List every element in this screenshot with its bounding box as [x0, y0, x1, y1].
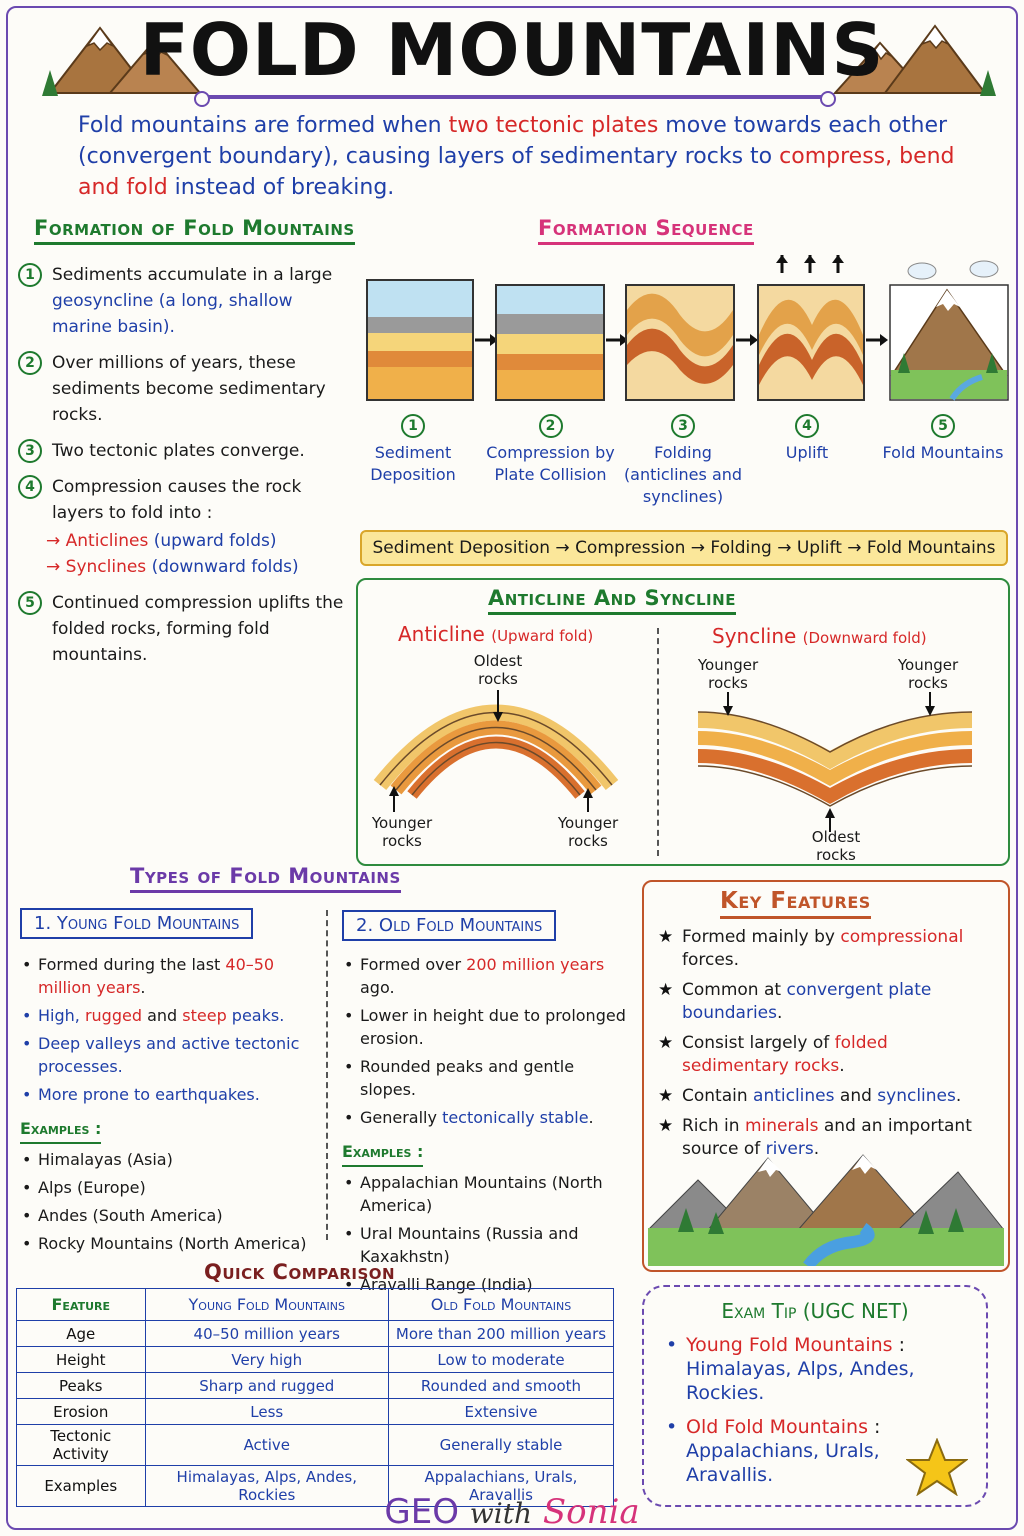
title-underline: [194, 91, 836, 107]
key-features-box: [642, 880, 1010, 1272]
step-2: 2 Over millions of years, these sediment…: [18, 350, 348, 428]
anticline-diagram: [373, 690, 619, 812]
anticline-title: Anticline (Upward fold): [398, 622, 594, 646]
syncline-younger-left-label: Younger rocks: [697, 656, 759, 692]
anticlines-item: → Anticlines (upward folds): [46, 531, 277, 551]
page-frame: [6, 6, 1018, 1530]
anticline-younger-left-label: Younger rocks: [371, 814, 433, 850]
exam-tip-heading: Exam Tip (UGC NET): [721, 1299, 909, 1323]
star-icon: [906, 1438, 968, 1496]
synclines-item: → Synclines (downward folds): [46, 557, 299, 577]
syncline-diagram: [697, 692, 973, 832]
sequence-banner: Sediment Deposition → Compression → Fold…: [360, 530, 1008, 566]
key-features-heading: Key Features: [720, 888, 871, 919]
comparison-heading: Quick Comparison: [204, 1260, 396, 1284]
brand-footer: GEO with Sonia: [384, 1492, 640, 1532]
divider-line: [657, 628, 659, 856]
sequence-panel-mountains: [889, 260, 1009, 401]
syncline-younger-right-label: Younger rocks: [897, 656, 959, 692]
syncline-title: Syncline (Downward fold): [712, 624, 927, 648]
old-fold-column: 2. Old Fold Mountains Formed over 200 mi…: [342, 910, 628, 1301]
step-3: 3 Two tectonic plates converge.: [18, 438, 348, 464]
step-5: 5 Continued compression uplifts the fold…: [18, 590, 348, 668]
mountain-valley-illustration: [648, 1154, 1004, 1266]
formation-steps: 1 Sediments accumulate in a large geosyn…: [18, 262, 348, 678]
types-heading: Types of Fold Mountains: [130, 864, 401, 893]
intro-paragraph: Fold mountains are formed when two tecto…: [78, 113, 955, 200]
sequence-panel-uplift: [757, 255, 865, 401]
exam-tip-box: Exam Tip (UGC NET) Young Fold Mountains …: [642, 1285, 988, 1507]
anticline-syncline-heading: Anticline And Syncline: [488, 586, 736, 615]
old-fold-title: 2. Old Fold Mountains: [342, 910, 557, 941]
young-fold-column: 1. Young Fold Mountains Formed during th…: [20, 908, 320, 1260]
sequence-panel-compression: [495, 284, 605, 401]
mountain-icon-right: [832, 24, 996, 96]
anticline-syncline-box: [356, 578, 1010, 866]
step-4: 4 Compression causes the rock layers to …: [18, 474, 348, 526]
mountain-icon-left: [42, 26, 203, 96]
sequence-heading: Formation Sequence: [538, 216, 754, 245]
exam-tip-young: Young Fold Mountains :Himalayas, Alps, A…: [666, 1333, 966, 1405]
page-title: FOLD MOUNTAINS: [139, 8, 885, 92]
anticline-younger-right-label: Younger rocks: [557, 814, 619, 850]
anticline-oldest-label: Oldest rocks: [473, 652, 523, 688]
sequence-panel-sediment: [366, 279, 474, 401]
types-divider: [326, 910, 328, 1240]
formation-sequence-diagram: [366, 255, 1009, 401]
syncline-oldest-label: Oldest rocks: [811, 828, 861, 864]
young-fold-title: 1. Young Fold Mountains: [20, 908, 254, 939]
key-features-list: Formed mainly by compressional forces. C…: [656, 926, 996, 1168]
sequence-panel-folding: [625, 284, 735, 401]
formation-heading: Formation of Fold Mountains: [34, 216, 355, 245]
exam-tip-old: Old Fold Mountains :Appalachians, Urals,…: [666, 1415, 966, 1487]
step-1: 1 Sediments accumulate in a large geosyn…: [18, 262, 348, 340]
